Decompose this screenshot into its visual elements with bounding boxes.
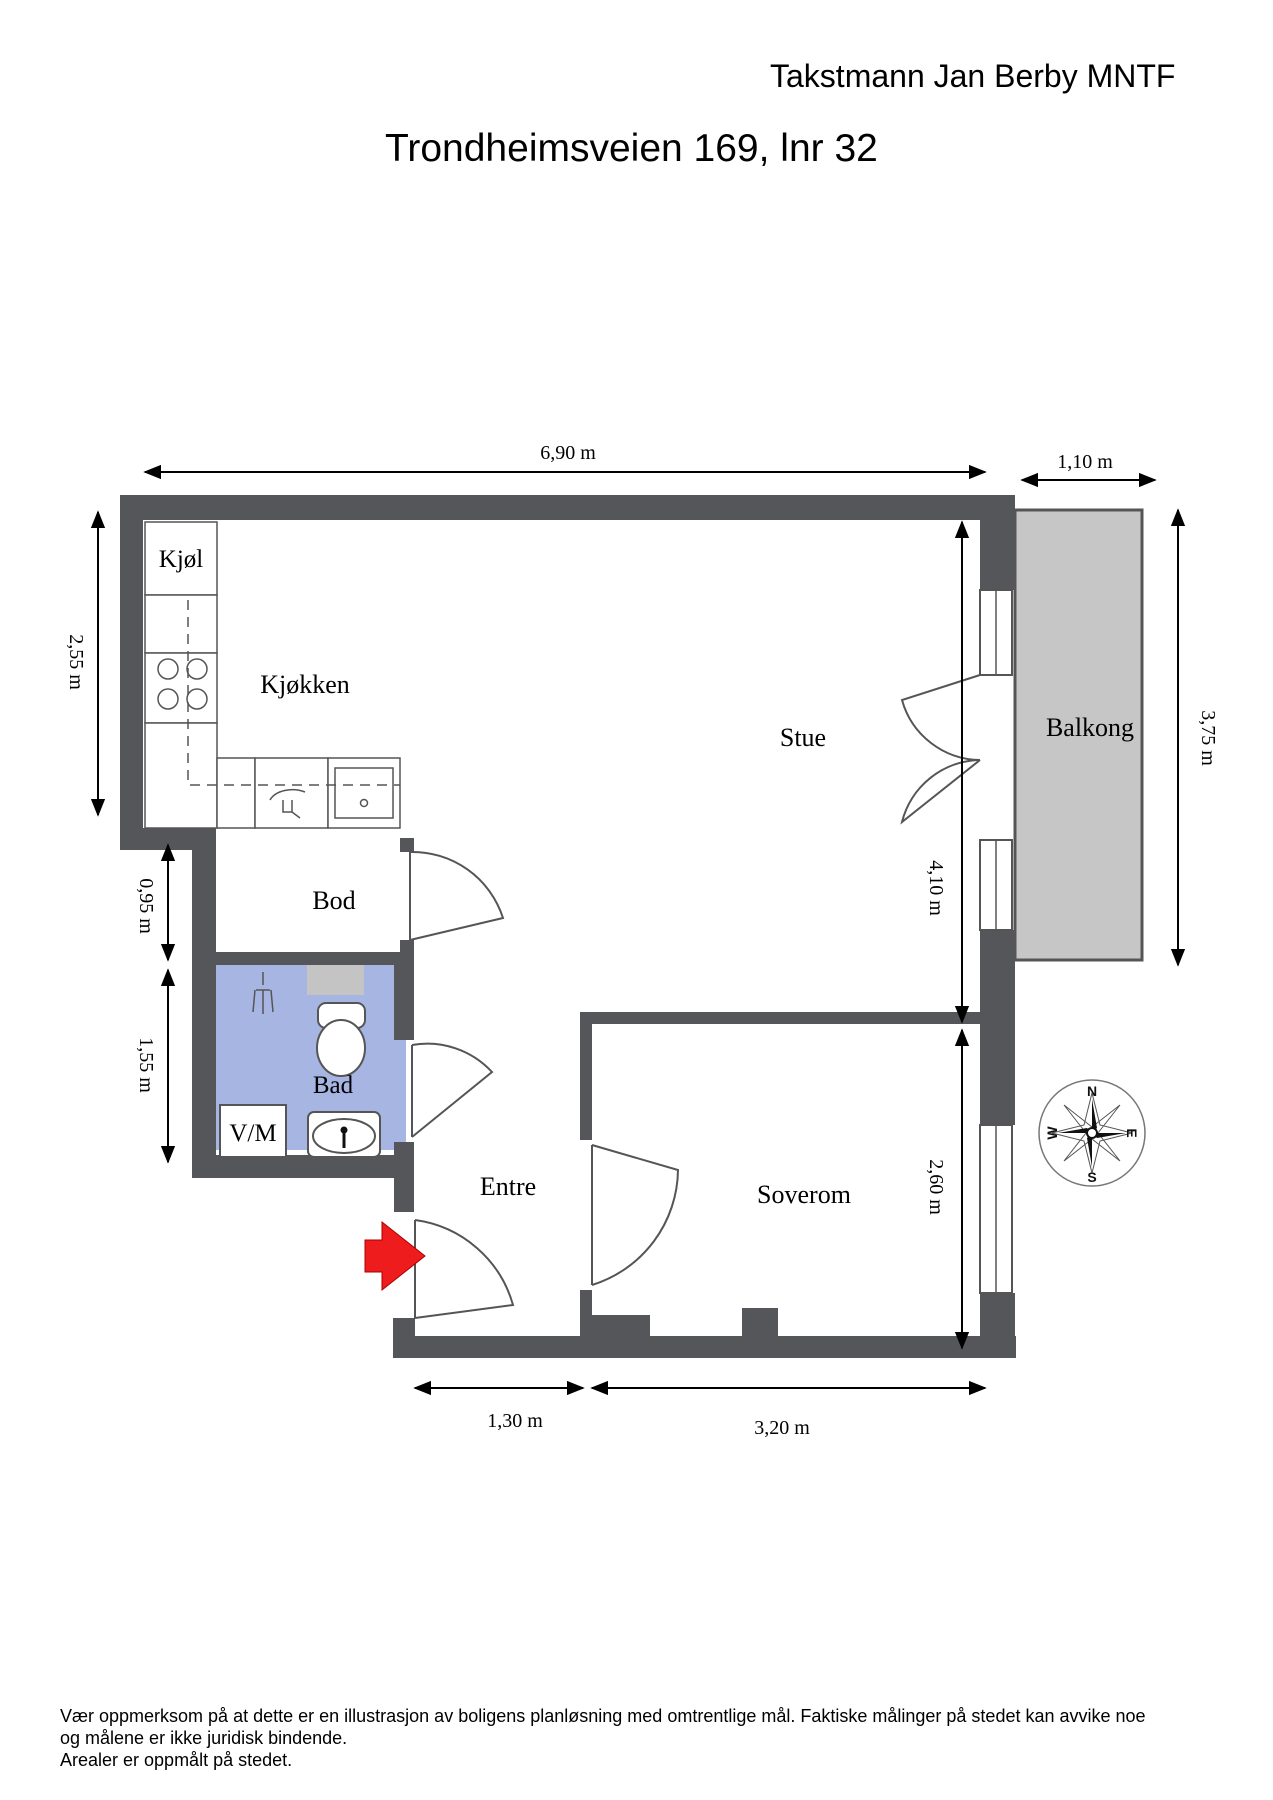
compass-n: N [1087,1083,1097,1099]
compass-star-icon [1051,1092,1133,1174]
dim-living-height: 4,10 m [925,860,947,916]
balcony-floor [1013,508,1144,962]
counter-bottom [216,757,256,829]
compass-w: W [1044,1126,1060,1140]
shower-strip [307,965,364,995]
room-label-bathroom: Bad [313,1072,354,1099]
room-label-balcony: Balkong [1046,713,1134,742]
stove-burner-icon [157,688,179,710]
dishwasher [254,757,329,829]
room-label-bedroom: Soverom [757,1180,851,1209]
dim-storage-height: 0,95 m [135,878,157,934]
wall-bod-bath [192,952,412,965]
counter-left-top [144,594,218,654]
counter-left-bottom [144,722,218,829]
stove-burner-icon [186,688,208,710]
counter-edge-dashes [187,600,400,786]
compass-rose: N S E W [1038,1079,1146,1187]
walls [120,495,1016,1358]
dim-top-width: 6,90 m [540,442,596,464]
washer-machine [219,1104,287,1158]
doors [409,674,981,1319]
door-bedroom [591,1144,680,1286]
wall-bedroom-block-1 [580,1315,650,1340]
wall-bod-right-cap [400,838,414,852]
compass-center [1086,1127,1098,1139]
compass-star-fill [1058,1099,1126,1167]
wall-right-mid [980,930,1015,1125]
wall-hall-bed-upper [580,1012,592,1140]
door-balcony-left [900,674,981,761]
shower-head-icon [252,972,274,1014]
door-bath [411,1042,494,1138]
wall-living-bed [580,1012,980,1024]
company-name: Takstmann Jan Berby MNTF [770,58,1176,94]
room-label-hall: Entre [480,1172,536,1201]
wall-right-top [980,495,1015,590]
door-balcony-right [900,759,981,825]
faucet-icon [269,788,306,819]
disclaimer-line: og målene er ikke juridisk bindende. [60,1728,348,1748]
wall-top [120,495,1015,520]
kitchen-fixtures [144,521,401,829]
wall-left-lower [192,828,216,1178]
dim-bedroom-height: 2,60 m [925,1159,947,1215]
dim-bedroom-width: 3,20 m [754,1417,810,1439]
wall-kitchen-bottom [120,828,215,850]
washbasin-drain-dot [340,1126,348,1134]
disclaimer-line: Vær oppmerksom på at dette er en illustr… [60,1706,1146,1726]
wall-bath-right-lower [394,1142,414,1212]
stove-burner-icon [186,658,208,680]
disclaimer: Vær oppmerksom på at dette er en illustr… [60,1705,1260,1771]
dim-hall-width: 1,30 m [487,1410,543,1432]
door-bod [409,850,505,941]
dim-kitchen-height: 2,55 m [65,634,87,690]
property-address: Trondheimsveien 169, lnr 32 [385,127,878,170]
fridge [144,521,218,596]
wall-left-kitchen [120,495,143,850]
sink-basin [334,767,394,819]
compass-e: E [1124,1128,1140,1137]
room-label-fridge: Kjøl [159,546,204,573]
room-label-washer: V/M [229,1120,276,1147]
room-label-storage: Bod [312,886,355,915]
drain-icon [359,798,369,808]
wall-bath-corner [394,965,412,993]
bathroom-fixtures [219,1002,381,1158]
disclaimer-line: Arealer er oppmålt på stedet. [60,1750,293,1770]
wall-right-bottom [980,1293,1015,1358]
entry-arrow-icon [364,1220,426,1292]
stove-burner-icon [157,658,179,680]
wall-bottom-bath [192,1155,412,1178]
dim-bath-height: 1,55 m [135,1037,157,1093]
dim-balcony-height: 3,75 m [1197,710,1219,766]
door-entry [414,1219,515,1319]
compass-s: S [1087,1169,1096,1185]
wall-bottom [393,1336,1016,1358]
wall-bod-right-cap2 [400,940,414,954]
toilet-icon [316,1019,366,1077]
dim-balcony-width: 1,10 m [1057,451,1113,473]
wall-bedroom-block-2 [742,1308,778,1340]
room-label-living: Stue [780,723,826,752]
room-label-kitchen: Kjøkken [260,670,350,699]
dimension-lines [90,464,1186,1396]
